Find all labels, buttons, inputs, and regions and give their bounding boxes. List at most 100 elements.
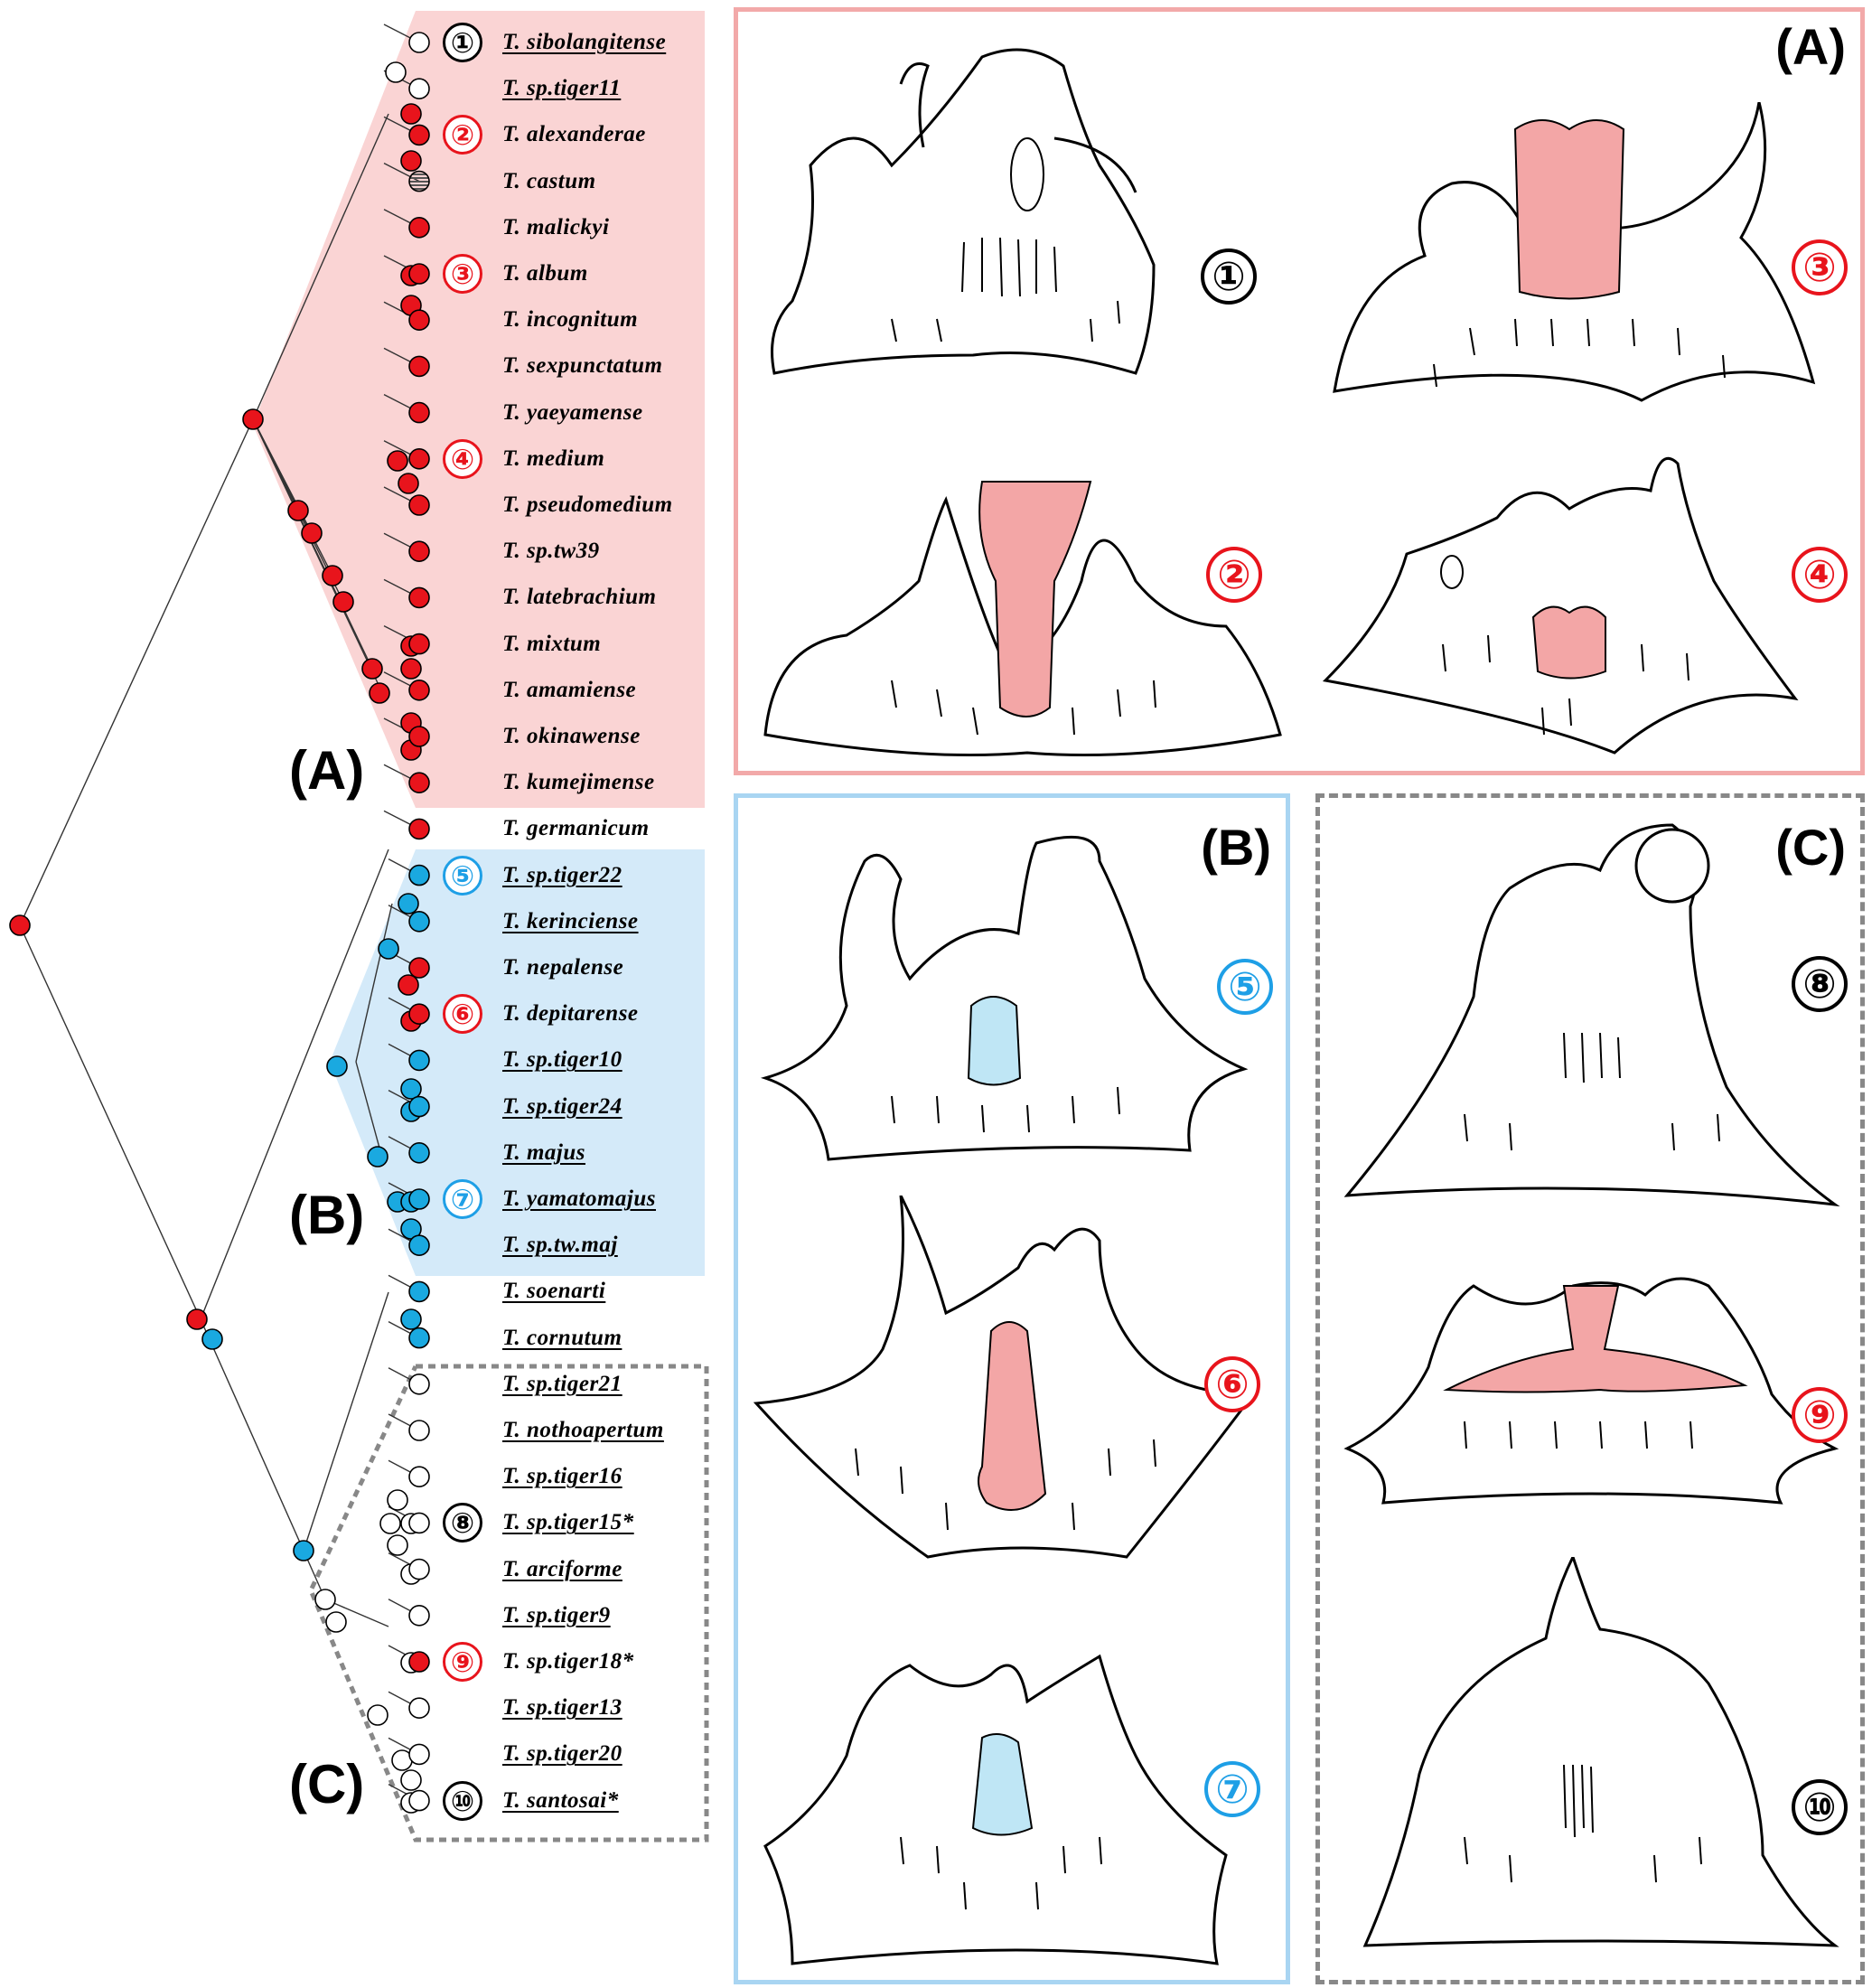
panel-b-marker-7: ⑦: [1204, 1761, 1260, 1817]
node-marker-16: [401, 659, 421, 679]
tip-marker-10: [409, 495, 429, 515]
taxon-label: T. soenarti: [502, 1273, 605, 1309]
taxon-label: T. nepalense: [502, 950, 623, 986]
node-marker-19: [398, 894, 418, 914]
node-marker-31: [202, 1329, 222, 1349]
tip-marker-11: [409, 541, 429, 561]
node-marker-36: [368, 1705, 388, 1725]
panel-a-marker-1: ①: [1201, 248, 1257, 305]
taxon-label: T. germanicum: [502, 811, 650, 847]
tip-marker-36: [409, 1698, 429, 1718]
genitalia-drawing-4: [1316, 445, 1822, 762]
taxon-label: T. depitarense: [502, 996, 639, 1032]
tip-marker-14: [409, 680, 429, 700]
taxon-marker-number: ⑦: [443, 1179, 482, 1219]
panel-a-tag: (A): [1775, 17, 1846, 76]
taxon-label: T. majus: [502, 1135, 585, 1171]
tip-marker-7: [409, 356, 429, 376]
tip-marker-24: [409, 1143, 429, 1163]
taxon-label: T. santosai*: [502, 1783, 619, 1819]
taxon-label: T. malickyi: [502, 210, 609, 246]
taxon-label: T. kumejimense: [502, 764, 655, 801]
taxon-marker-number: ⑥: [443, 994, 482, 1034]
taxon-label: T. sp.tiger22: [502, 858, 622, 894]
node-marker-20: [379, 939, 398, 959]
genitalia-drawing-2: [756, 464, 1298, 762]
taxon-label: T. sp.tiger24: [502, 1089, 622, 1125]
tip-marker-34: [409, 1606, 429, 1626]
tip-marker-30: [409, 1421, 429, 1440]
node-marker-33: [294, 1541, 314, 1561]
tip-marker-18: [409, 866, 429, 886]
taxon-label: T. sp.tiger11: [502, 70, 621, 107]
node-marker-11: [362, 659, 382, 679]
panel-a-marker-2: ②: [1206, 547, 1262, 603]
taxon-marker-number: ③: [443, 254, 482, 294]
node-marker-9: [323, 566, 342, 586]
tip-marker-4: [409, 218, 429, 238]
tip-marker-37: [409, 1744, 429, 1764]
tip-marker-28: [409, 1328, 429, 1348]
taxon-label: T. mixtum: [502, 626, 601, 662]
branch-c-upper: [304, 1292, 388, 1551]
taxon-label: T. sp.tiger13: [502, 1690, 622, 1726]
taxon-label: T. kerinciense: [502, 904, 639, 940]
tip-marker-8: [409, 403, 429, 423]
node-marker-35: [326, 1612, 346, 1632]
node-marker-3: [386, 62, 406, 82]
tip-marker-13: [409, 634, 429, 654]
taxon-label: T. sp.tiger21: [502, 1366, 622, 1402]
node-marker-10: [333, 592, 353, 612]
branch-bc-c: [201, 1319, 304, 1551]
tip-marker-25: [409, 1189, 429, 1209]
panel-b-marker-6: ⑥: [1204, 1356, 1260, 1412]
genitalia-drawing-8: [1329, 816, 1853, 1223]
taxon-label: T. sp.tiger9: [502, 1598, 611, 1634]
tip-marker-9: [409, 449, 429, 469]
genitalia-drawing-9: [1329, 1268, 1853, 1512]
node-marker-24: [401, 1079, 421, 1099]
tip-marker-26: [409, 1235, 429, 1255]
tip-marker-29: [409, 1374, 429, 1394]
panel-c: (C) ⑧ ⑨ ⑩: [1315, 793, 1865, 1984]
taxon-label: T. arciforme: [502, 1552, 622, 1588]
tip-marker-35: [409, 1652, 429, 1672]
taxon-label: T. latebrachium: [502, 579, 657, 615]
taxon-label: T. okinawense: [502, 718, 641, 755]
tip-marker-32: [409, 1513, 429, 1533]
branch-root-bc: [20, 925, 201, 1319]
node-marker-32: [401, 1309, 421, 1329]
tip-marker-5: [409, 264, 429, 284]
tip-marker-12: [409, 587, 429, 607]
node-marker-39: [388, 1535, 407, 1555]
tip-marker-2: [409, 125, 429, 145]
tip-marker-0: [409, 33, 429, 52]
taxon-label: T. yamatomajus: [502, 1181, 656, 1217]
panel-a-marker-4: ④: [1792, 547, 1848, 603]
node-marker-12: [370, 683, 389, 703]
clade-label-a: (A): [289, 739, 364, 802]
taxon-label: T. sp.tiger20: [502, 1736, 622, 1772]
node-marker-37: [388, 1490, 407, 1510]
tip-marker-20: [409, 958, 429, 978]
node-marker-8: [302, 523, 322, 543]
panel-c-marker-9: ⑨: [1792, 1387, 1848, 1443]
tip-marker-38: [409, 1791, 429, 1811]
tip-marker-19: [409, 912, 429, 932]
genitalia-drawing-10: [1329, 1557, 1853, 1973]
panel-b: (B) ⑤ ⑥ ⑦: [734, 793, 1290, 1984]
node-marker-1: [243, 409, 263, 429]
tip-marker-15: [409, 727, 429, 746]
taxon-label: T. castum: [502, 164, 596, 200]
panel-c-marker-8: ⑧: [1792, 956, 1848, 1012]
node-marker-0: [10, 915, 30, 935]
taxon-label: T. medium: [502, 441, 604, 477]
tip-marker-27: [409, 1281, 429, 1301]
node-marker-7: [288, 501, 308, 520]
tip-marker-31: [409, 1467, 429, 1486]
tip-marker-33: [409, 1560, 429, 1580]
genitalia-drawing-5: [756, 825, 1262, 1168]
taxon-label: T. album: [502, 256, 588, 292]
node-marker-2: [401, 104, 421, 124]
taxon-label: T. nothoapertum: [502, 1412, 664, 1449]
